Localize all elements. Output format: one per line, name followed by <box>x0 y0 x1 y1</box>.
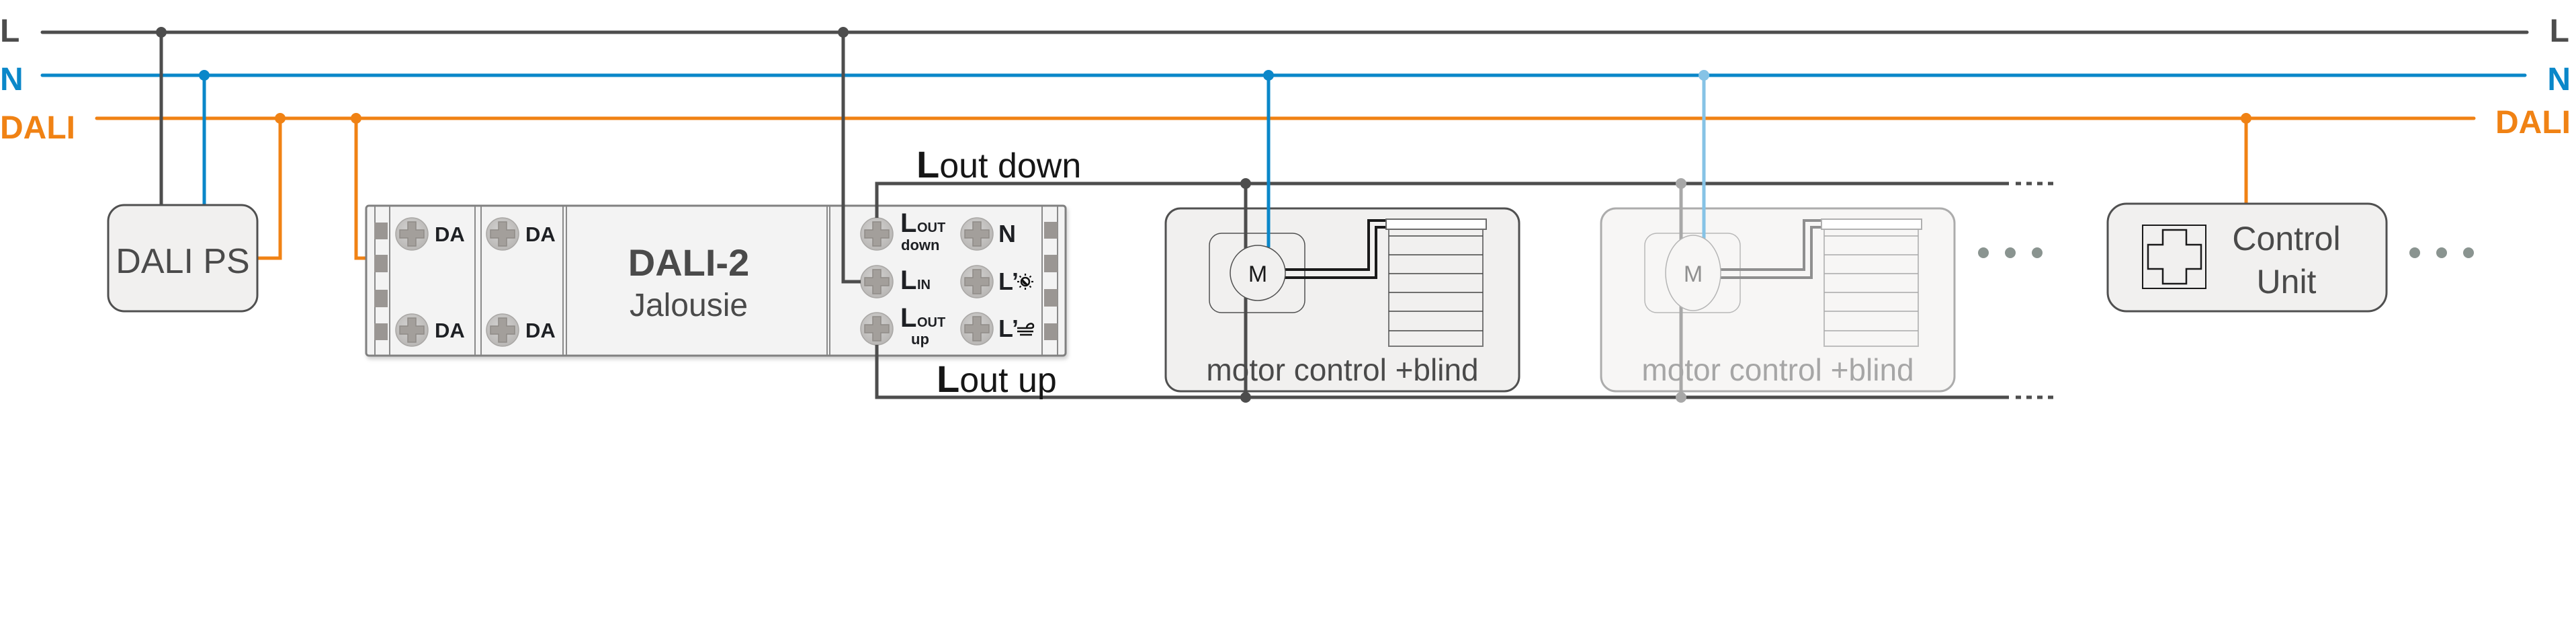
bus-label-L-right: L <box>2550 13 2569 49</box>
control-unit-label-line1: Control <box>2232 220 2340 257</box>
svg-text:OUT: OUT <box>917 315 945 330</box>
bus-label-DALI-right: DALI <box>2495 105 2571 141</box>
module-subtitle: Jalousie <box>630 288 748 323</box>
control-unit: Control Unit <box>2106 113 2388 313</box>
svg-text:up: up <box>911 331 929 348</box>
junction-dot <box>156 27 167 38</box>
dali-ps-box: DALI PS <box>107 204 259 313</box>
junction-dot <box>1240 178 1251 189</box>
module-title: DALI-2 <box>628 241 749 284</box>
screw-terminal <box>960 217 994 251</box>
control-unit-icon <box>2142 225 2206 289</box>
motor-symbol: M <box>1684 262 1703 287</box>
screw-terminal <box>960 312 994 346</box>
svg-text:L: L <box>900 303 916 333</box>
bus-label-N-right: N <box>2547 62 2571 97</box>
blind-icon <box>1821 218 1922 347</box>
bus-label-L-left: L <box>0 13 19 49</box>
svg-text:IN: IN <box>917 278 931 292</box>
dali-ps-wires <box>156 27 366 260</box>
motor-symbol: M <box>1248 262 1267 287</box>
junction-dot <box>351 113 361 124</box>
bus-label-N-left: N <box>0 62 24 97</box>
lout-down-label: Lout down <box>916 143 1081 186</box>
dali-ps-label: DALI PS <box>116 242 249 281</box>
wind-icon <box>1017 323 1035 336</box>
svg-text:down: down <box>901 237 939 253</box>
junction-dot <box>199 70 210 81</box>
terminal-label-l-prime-wind: L’ <box>998 315 1019 342</box>
rail-clip-right <box>1044 222 1058 340</box>
junction-dot <box>1676 392 1686 403</box>
more-controls-ellipsis <box>2409 247 2474 258</box>
junction-dot <box>1263 70 1274 81</box>
motor-icon <box>1230 245 1286 301</box>
lin-wire <box>838 27 861 284</box>
junction-dot <box>275 113 286 124</box>
svg-text:OUT: OUT <box>917 221 945 235</box>
screw-terminal <box>860 217 894 251</box>
screw-terminal <box>860 265 894 298</box>
terminal-label-lin: L IN <box>900 266 931 295</box>
screw-terminal <box>395 313 429 347</box>
junction-dot <box>2241 113 2251 124</box>
terminal-label-da: DA <box>435 223 465 246</box>
terminal-label-da: DA <box>525 319 556 342</box>
rail-clip-left <box>374 223 388 340</box>
screw-terminal <box>486 313 519 347</box>
motor-control-label: motor control +blind <box>1641 352 1914 387</box>
terminal-label-n: N <box>998 220 1016 247</box>
lout-down-wire <box>875 182 2055 218</box>
terminal-label-lout-down: L OUT down <box>900 208 945 253</box>
junction-dot <box>838 27 849 38</box>
screw-terminal <box>395 217 429 251</box>
motor-icon <box>1665 235 1721 311</box>
terminal-label-da: DA <box>435 319 465 342</box>
sun-icon <box>1017 274 1033 290</box>
more-devices-ellipsis <box>1978 247 2043 258</box>
bus-label-DALI-left: DALI <box>0 110 75 146</box>
screw-terminal <box>860 312 894 346</box>
blind-icon <box>1385 218 1487 347</box>
junction-dot <box>1240 392 1251 403</box>
lout-up-wire <box>875 345 2055 399</box>
svg-text:L: L <box>900 266 916 295</box>
screw-terminal <box>486 217 519 251</box>
terminal-label-lout-up: L OUT up <box>900 303 945 348</box>
lout-up-label: Lout up <box>937 358 1057 400</box>
terminal-label-da: DA <box>525 223 556 246</box>
motor-control-1: M motor control +blind <box>1164 70 1520 403</box>
junction-dot <box>1699 70 1709 81</box>
motor-control-label: motor control +blind <box>1206 352 1478 387</box>
motor-control-2: M motor control +blind <box>1600 70 1956 403</box>
jalousie-module: DA DA DA DA DALI-2 Jalousie L OUT down L… <box>365 204 1067 357</box>
control-unit-label-line2: Unit <box>2257 263 2317 301</box>
screw-terminal <box>960 265 994 298</box>
junction-dot <box>1676 178 1686 189</box>
svg-text:L: L <box>900 208 916 238</box>
terminal-label-l-prime-sun: L’ <box>998 268 1019 295</box>
